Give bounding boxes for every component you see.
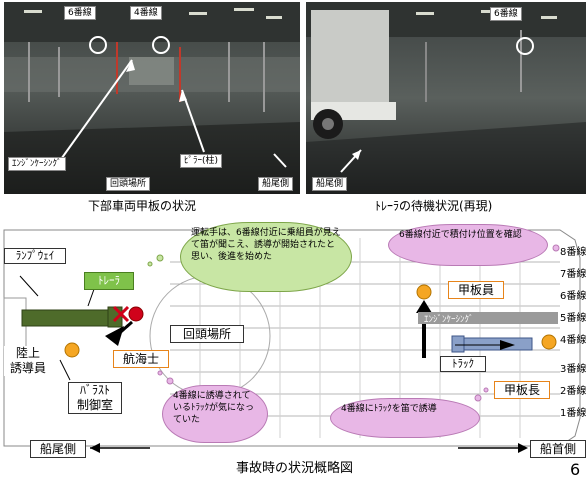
stern-side-label: 船尾側 <box>258 177 294 191</box>
loading-note-text: 6番線付近で積付け位置を確認 <box>399 230 522 240</box>
trailer-waiting-caption: ﾄﾚｰﾗの待機状況(再現) <box>375 199 493 213</box>
turning-area-label: 回頭場所 <box>106 177 151 191</box>
turning-area-label: 回頭場所 <box>170 325 244 343</box>
lane-4-label: 4番線 <box>560 335 587 346</box>
stern-side-label: 船尾側 <box>30 440 86 458</box>
loading-note-callout: 6番線付近で積付け位置を確認 <box>388 224 548 266</box>
trailer-waiting-photo: 6番線 船尾側 <box>306 2 586 194</box>
lane-1-label: 1番線 <box>560 408 587 419</box>
lane-6-label: 6番線 <box>560 291 587 302</box>
lane-7-label: 7番線 <box>560 269 587 280</box>
navigator-label: 航海士 <box>113 350 169 368</box>
boatswain-label: 甲板長 <box>494 381 550 399</box>
trailer-label: ﾄﾚｰﾗ <box>84 272 134 290</box>
diagram-title: 事故時の状況概略図 <box>236 461 354 476</box>
lower-vehicle-deck-photo: 6番線 4番線 ｴﾝｼﾞﾝｹｰｼﾝｸﾞ ﾋﾟﾗｰ(柱) 回頭場所 船尾側 <box>4 2 300 194</box>
bow-side-label: 船首側 <box>530 440 586 458</box>
line6-label: 6番線 <box>64 6 96 20</box>
deck-crew-label: 甲板員 <box>448 281 504 299</box>
page-number: 6 <box>570 460 581 479</box>
line6-marker-circle <box>516 37 534 55</box>
driver-note-text: 運転手は、6番線付近に乗組員が見えて笛が聞こえ、誘導が開始されたと思い、後進を始… <box>191 228 341 262</box>
ballast-control-label: ﾊﾞﾗｽﾄ 制御室 <box>68 382 122 414</box>
engine-casing-label: ｴﾝｼﾞﾝｹｰｼﾝｸﾞ <box>424 315 474 325</box>
line4-label: 4番線 <box>130 6 162 20</box>
driver-note-callout: 運転手は、6番線付近に乗組員が見えて笛が聞こえ、誘導が開始されたと思い、後進を始… <box>180 222 352 292</box>
trailer-photo-graphic <box>306 2 586 194</box>
navigator-note-callout: 4番線に誘導されているﾄﾗｯｸが気になっていた <box>162 385 268 443</box>
pillar-label: ﾋﾟﾗｰ(柱) <box>180 154 223 168</box>
stern-side-label: 船尾側 <box>312 177 348 191</box>
land-guide-label: 陸上 誘導員 <box>4 346 52 376</box>
lane-8-label: 8番線 <box>560 247 587 258</box>
line6-marker-circle <box>89 36 107 54</box>
ballast-control-text: ﾊﾞﾗｽﾄ 制御室 <box>76 383 113 412</box>
navigator-note-text: 4番線に誘導されているﾄﾗｯｸが気になっていた <box>173 391 255 425</box>
lower-deck-caption: 下部車両甲板の状況 <box>88 199 197 213</box>
line6-label: 6番線 <box>490 7 522 21</box>
lane-3-label: 3番線 <box>560 364 587 375</box>
whistle-note-text: 4番線にﾄﾗｯｸを笛で誘導 <box>341 404 437 414</box>
truck-label: ﾄﾗｯｸ <box>440 356 486 372</box>
lane-5-label: 5番線 <box>560 313 587 324</box>
land-guide-text: 陸上 誘導員 <box>9 346 46 375</box>
lane-2-label: 2番線 <box>560 386 587 397</box>
engine-casing-label: ｴﾝｼﾞﾝｹｰｼﾝｸﾞ <box>8 157 66 171</box>
whistle-note-callout: 4番線にﾄﾗｯｸを笛で誘導 <box>330 398 480 438</box>
line4-marker-circle <box>152 36 170 54</box>
ramp-way-label: ﾗﾝﾌﾟｳｪｲ <box>4 248 66 264</box>
